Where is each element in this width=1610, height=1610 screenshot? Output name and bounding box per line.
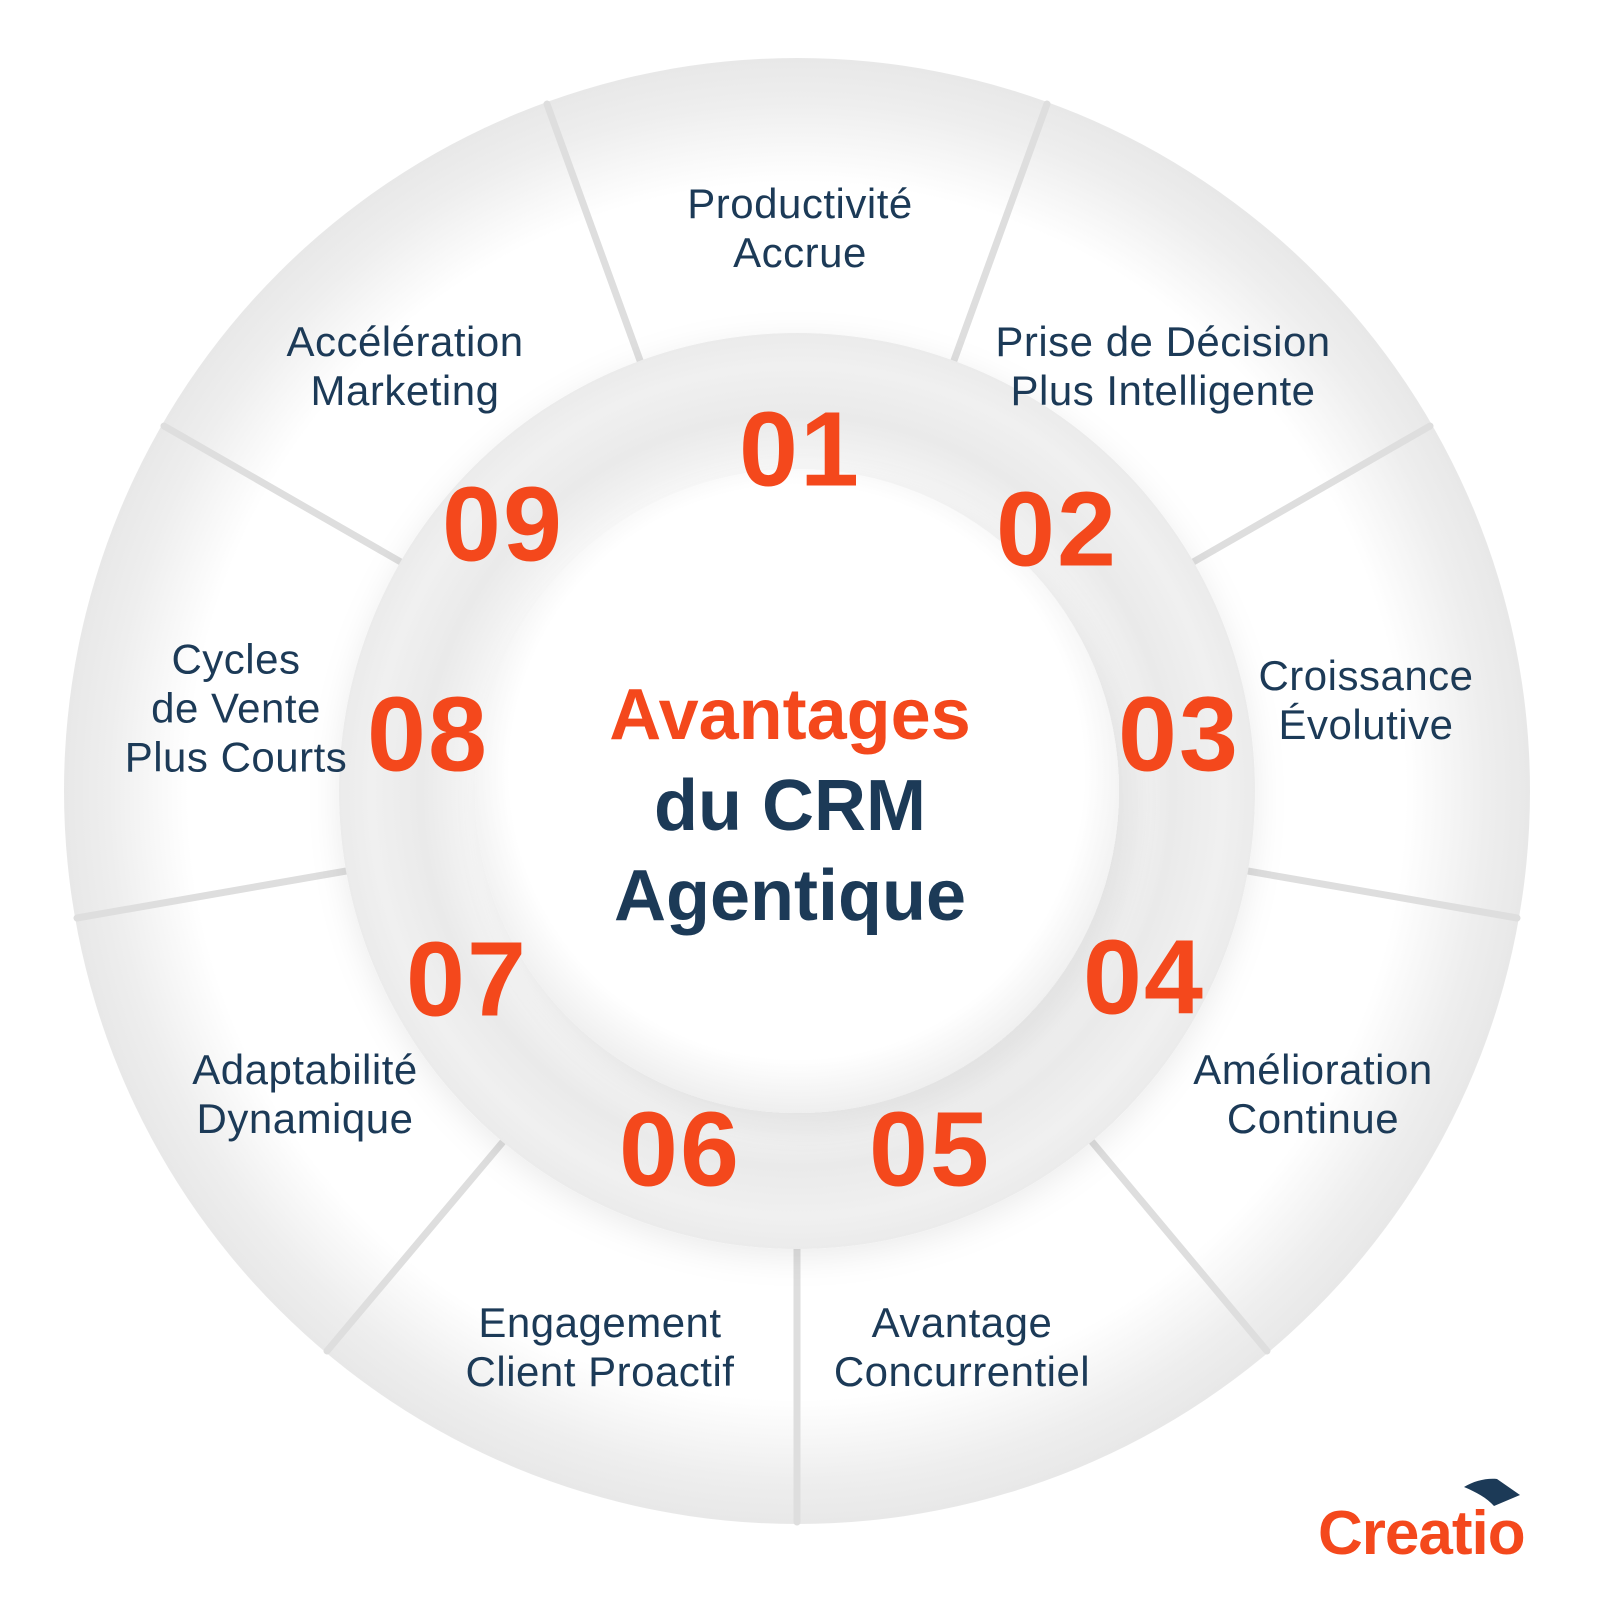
segment-01-number: 01	[739, 390, 861, 509]
segment-06-number: 06	[619, 1090, 741, 1209]
center-title-line-accent: Avantages	[609, 674, 971, 755]
divider-line	[323, 1133, 511, 1355]
segment-07-number: 07	[406, 920, 528, 1039]
segment-02-number: 02	[996, 470, 1118, 589]
segment-08-number: 08	[367, 675, 489, 794]
segment-04-label: Amélioration Continue	[1193, 1045, 1433, 1142]
segment-02-label: Prise de Décision Plus Intelligente	[995, 317, 1331, 414]
creatio-logo-text: Creatio	[1318, 1499, 1526, 1568]
center-title: Avantages du CRM Agentique	[609, 670, 970, 942]
segment-05-label: Avantage Concurrentiel	[833, 1298, 1091, 1395]
segment-09-label: Accélération Marketing	[286, 317, 524, 414]
segment-03-label: Croissance Évolutive	[1258, 651, 1474, 748]
divider-line	[1238, 866, 1521, 922]
creatio-arrow-icon	[1464, 1478, 1520, 1506]
divider-line	[543, 100, 646, 370]
divider-line	[1084, 1133, 1271, 1355]
divider-line	[73, 866, 356, 922]
segment-08-label: Cycles de Vente Plus Courts	[124, 635, 348, 781]
segment-03-number: 03	[1118, 675, 1240, 794]
segment-01-label: Productivité Accrue	[687, 179, 913, 276]
center-title-line: Agentique	[614, 856, 966, 937]
divider-line	[1184, 422, 1434, 569]
center-title-line: du CRM	[654, 765, 926, 846]
divider-line	[948, 100, 1051, 370]
segment-06-label: Engagement Client Proactif	[465, 1298, 735, 1395]
center-circle	[475, 469, 1119, 1113]
segment-dividers	[73, 100, 1521, 1526]
segment-07-label: Adaptabilité Dynamique	[192, 1045, 418, 1142]
segment-09-number: 09	[442, 465, 564, 584]
divider-line	[160, 422, 410, 569]
creatio-logo: Creatio	[1318, 1478, 1558, 1568]
segment-05-number: 05	[869, 1090, 991, 1209]
segment-04-number: 04	[1083, 918, 1205, 1037]
